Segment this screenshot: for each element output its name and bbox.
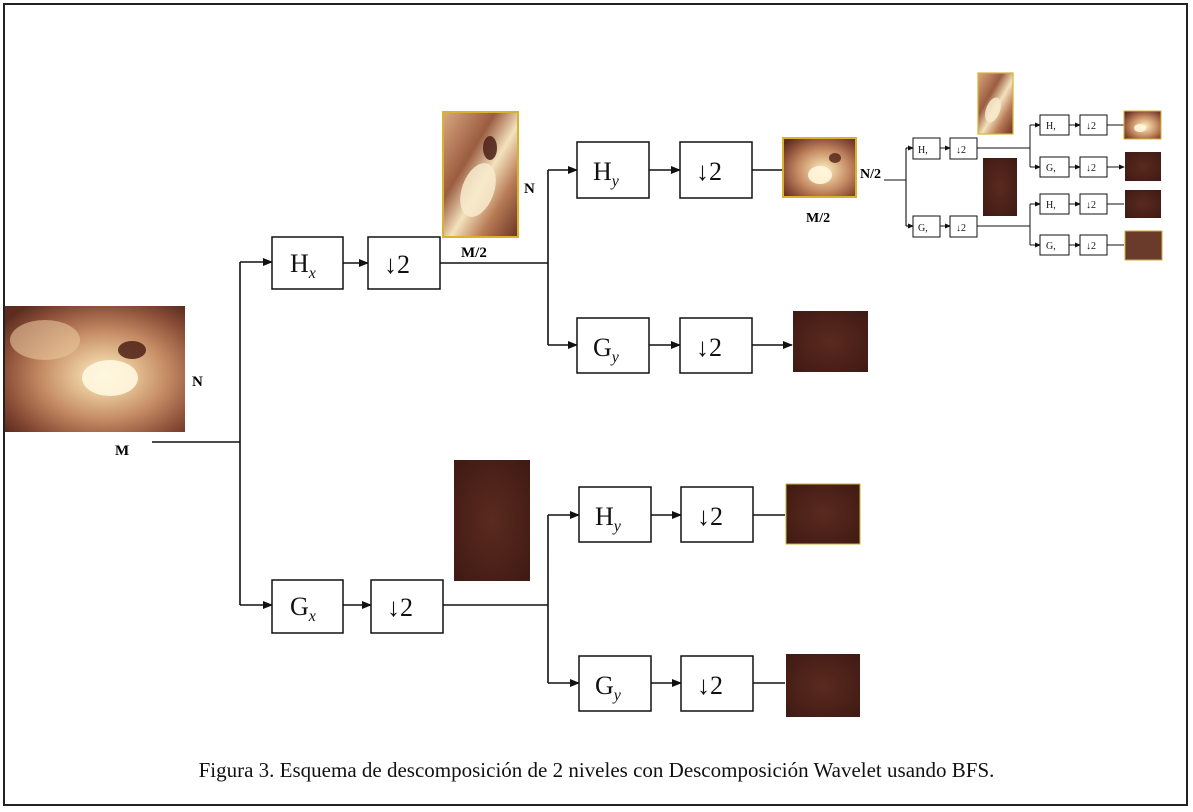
lh-detail-image xyxy=(793,311,868,372)
svg-text:Gx: Gx xyxy=(290,592,316,625)
hh-detail-image xyxy=(786,654,860,717)
svg-text:↓2: ↓2 xyxy=(1086,200,1096,211)
hx-downsample-block: ↓2 xyxy=(367,236,441,290)
level2-split-connectors xyxy=(977,122,1041,248)
level2-gx-downsample-block: ↓2 xyxy=(949,215,978,238)
svg-text:G,: G, xyxy=(1046,241,1056,252)
svg-text:Hy: Hy xyxy=(593,157,620,190)
level2-down-block-3: ↓2 xyxy=(1079,193,1108,215)
level2-gx-output-image xyxy=(983,158,1017,216)
level2-gy-block-1: G, xyxy=(1039,156,1070,178)
input-height-label: N xyxy=(192,374,203,390)
hx-output-image xyxy=(442,111,519,238)
svg-text:H,: H, xyxy=(918,145,928,156)
svg-text:↓2: ↓2 xyxy=(384,250,410,279)
hy-bottom-downsample-block: ↓2 xyxy=(680,486,754,543)
input-connectors xyxy=(152,258,273,609)
figure-caption: Figura 3. Esquema de descomposición de 2… xyxy=(198,758,995,782)
level2-hl-image xyxy=(1125,190,1161,218)
level2-gx-block: G, xyxy=(912,215,941,238)
level2-hx-downsample-block: ↓2 xyxy=(949,137,978,160)
gy-bottom-filter-block: Gy xyxy=(578,655,652,712)
level2-connectors xyxy=(884,145,914,229)
svg-text:↓2: ↓2 xyxy=(1086,241,1096,252)
level2-gy-block-2: G, xyxy=(1039,234,1070,256)
level2-hy-block-2: H, xyxy=(1039,193,1070,215)
level2-hx-output-image xyxy=(977,72,1014,135)
level2-ll-image xyxy=(1123,110,1162,140)
svg-text:↓2: ↓2 xyxy=(1086,163,1096,174)
level2-down-block-2: ↓2 xyxy=(1079,156,1108,178)
svg-text:H,: H, xyxy=(1046,121,1056,132)
hx-connectors xyxy=(440,166,578,349)
hl-detail-image xyxy=(785,483,861,545)
svg-text:↓2: ↓2 xyxy=(956,145,966,156)
svg-text:G,: G, xyxy=(1046,163,1056,174)
half-height-label: N/2 xyxy=(860,167,881,182)
level1-height-label: N xyxy=(524,181,535,197)
svg-text:↓2: ↓2 xyxy=(696,333,722,362)
gx-downsample-block: ↓2 xyxy=(370,579,444,634)
ll-approximation-image xyxy=(782,137,857,198)
level2-hh-image xyxy=(1124,230,1163,261)
svg-text:↓2: ↓2 xyxy=(697,671,723,700)
gx-output-image xyxy=(454,460,530,581)
gx-connectors xyxy=(443,511,580,687)
svg-text:Gy: Gy xyxy=(595,671,622,704)
svg-text:↓2: ↓2 xyxy=(956,223,966,234)
level2-hy-block-1: H, xyxy=(1039,114,1070,136)
svg-text:Hy: Hy xyxy=(595,502,622,535)
hy-top-downsample-block: ↓2 xyxy=(679,141,753,199)
gy-top-downsample-block: ↓2 xyxy=(679,317,753,374)
gx-filter-block: Gx xyxy=(271,579,344,634)
level2-down-block-1: ↓2 xyxy=(1079,114,1108,136)
svg-text:Hx: Hx xyxy=(290,249,316,282)
gy-top-filter-block: Gy xyxy=(576,317,650,374)
input-width-label: M xyxy=(115,443,129,459)
svg-text:G,: G, xyxy=(918,223,928,234)
level2-hx-block: H, xyxy=(912,137,941,160)
hx-filter-block: Hx xyxy=(271,236,344,290)
svg-text:↓2: ↓2 xyxy=(697,502,723,531)
svg-text:Gy: Gy xyxy=(593,333,620,366)
svg-text:↓2: ↓2 xyxy=(1086,121,1096,132)
level2-down-block-4: ↓2 xyxy=(1079,234,1108,256)
svg-text:↓2: ↓2 xyxy=(696,157,722,186)
gy-bottom-downsample-block: ↓2 xyxy=(680,655,754,712)
level2-lh-image xyxy=(1125,152,1161,181)
svg-text:↓2: ↓2 xyxy=(387,593,413,622)
hy-top-filter-block: Hy xyxy=(576,141,650,199)
svg-text:H,: H, xyxy=(1046,200,1056,211)
input-image xyxy=(5,306,185,432)
level1-width-label: M/2 xyxy=(461,245,487,261)
hy-bottom-filter-block: Hy xyxy=(578,486,652,543)
half-width-label: M/2 xyxy=(806,211,830,226)
